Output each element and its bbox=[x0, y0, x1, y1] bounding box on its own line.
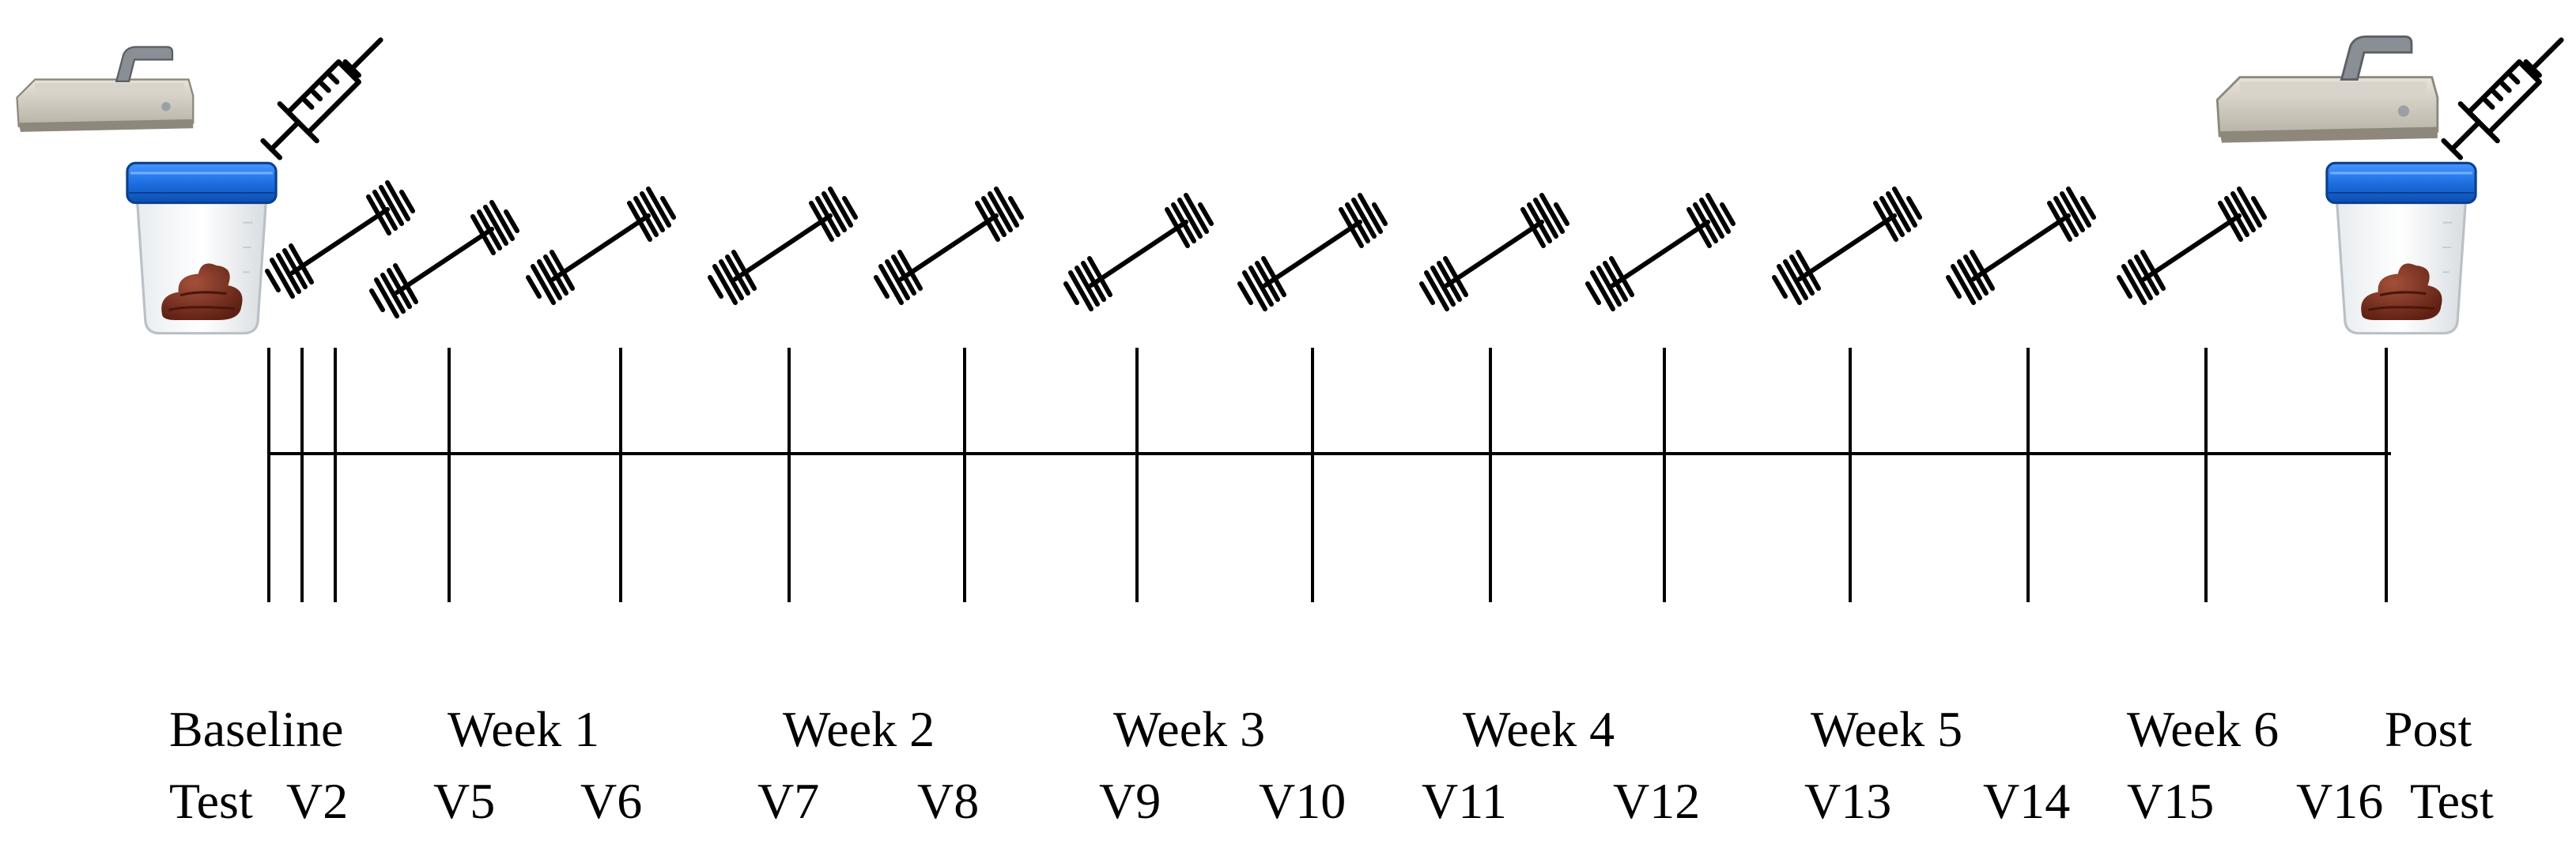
dumbbell-icon bbox=[876, 189, 1022, 303]
label-v13: V13 bbox=[1804, 773, 1891, 829]
dumbbell-icon bbox=[1240, 195, 1385, 309]
stool-sample-cup-icon bbox=[126, 161, 278, 335]
label-v16: V16 bbox=[2296, 773, 2383, 829]
label-week-4: Week 4 bbox=[1463, 701, 1615, 757]
label-baseline: Baseline bbox=[169, 701, 343, 757]
dumbbell-icon bbox=[1588, 195, 1733, 309]
label-v8: V8 bbox=[917, 773, 979, 829]
dexa-scanner-icon bbox=[2215, 35, 2439, 145]
label-week-2: Week 2 bbox=[783, 701, 935, 757]
dumbbell-icon bbox=[710, 189, 856, 303]
stool-sample-cup-icon bbox=[2325, 161, 2477, 335]
label-week-3: Week 3 bbox=[1113, 701, 1265, 757]
label-v5: V5 bbox=[433, 773, 495, 829]
label-v14: V14 bbox=[1983, 773, 2070, 829]
label-v7: V7 bbox=[757, 773, 819, 829]
label-v10: V10 bbox=[1259, 773, 1346, 829]
label-v15: V15 bbox=[2127, 773, 2214, 829]
dumbbell-icon bbox=[1774, 189, 1920, 303]
dumbbell-icon bbox=[2119, 189, 2264, 303]
label-test-baseline: Test bbox=[169, 773, 253, 829]
dumbbell-icon bbox=[267, 183, 413, 296]
label-post: Post bbox=[2385, 701, 2472, 757]
label-v11: V11 bbox=[1422, 773, 1507, 829]
label-v2: V2 bbox=[286, 773, 348, 829]
syringe-icon bbox=[263, 40, 381, 158]
label-week-5: Week 5 bbox=[1811, 701, 1962, 757]
label-test-post: Test bbox=[2410, 773, 2494, 829]
dumbbell-icon bbox=[1948, 189, 2094, 303]
label-week-6: Week 6 bbox=[2127, 701, 2279, 757]
training-sessions bbox=[267, 183, 2264, 316]
dumbbell-icon bbox=[1422, 195, 1567, 309]
dumbbell-icon bbox=[528, 189, 674, 303]
dumbbell-icon bbox=[1066, 195, 1211, 309]
syringe-icon bbox=[2444, 40, 2562, 158]
dumbbell-icon bbox=[372, 202, 517, 316]
visit-ticks bbox=[267, 348, 2388, 602]
label-v12: V12 bbox=[1613, 773, 1700, 829]
dexa-scanner-icon bbox=[15, 45, 195, 134]
label-v6: V6 bbox=[580, 773, 642, 829]
label-week-1: Week 1 bbox=[448, 701, 599, 757]
label-v9: V9 bbox=[1099, 773, 1161, 829]
